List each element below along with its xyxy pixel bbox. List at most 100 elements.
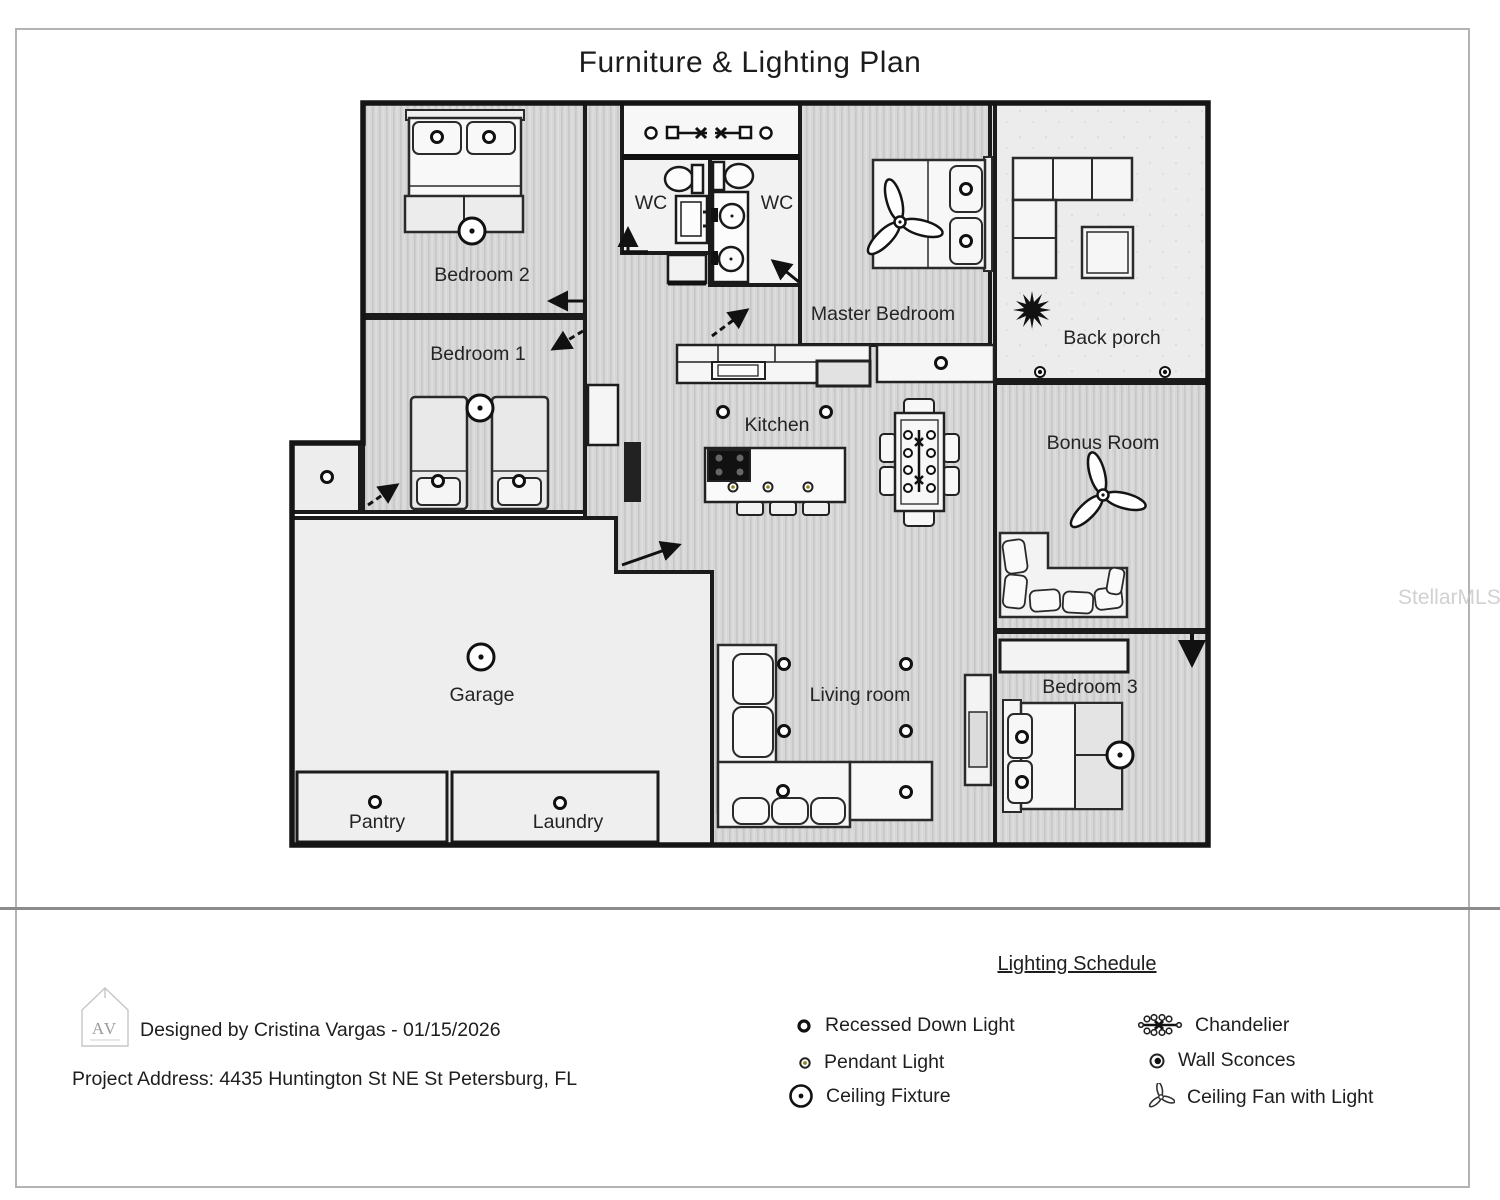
bar-stool xyxy=(736,501,764,516)
floor-plan: Bedroom 2 Bedroom 1 WC WC Master Bedroom… xyxy=(289,100,1211,848)
room-label-wc-right: WC xyxy=(761,192,794,214)
bedroom1-furniture xyxy=(409,395,550,511)
linen-closet xyxy=(586,383,620,447)
recessed-light-icon xyxy=(368,795,382,809)
porch-table xyxy=(1080,225,1135,280)
recessed-light-icon xyxy=(1015,775,1029,789)
ceiling-fixture-icon xyxy=(465,393,495,423)
room-label-pantry: Pantry xyxy=(349,811,406,833)
legend-label: Chandelier xyxy=(1195,1013,1290,1036)
pendant-light-icon xyxy=(802,481,814,493)
legend-label: Ceiling Fan with Light xyxy=(1187,1085,1374,1108)
door-arrows xyxy=(367,226,1206,668)
rooms xyxy=(290,101,1210,847)
legend-item-recessed: Recessed Down Light xyxy=(795,1014,1015,1037)
legend-item-pendant: Pendant Light xyxy=(798,1051,944,1074)
door-arrow xyxy=(550,329,584,351)
door-arrow xyxy=(367,483,400,507)
room-label-back-porch: Back porch xyxy=(1063,327,1161,349)
sofa-cushion xyxy=(771,797,809,825)
legend-item-chandelier: Chandelier xyxy=(1137,1013,1289,1037)
bedroom2-furniture xyxy=(403,109,525,234)
wall-sconce-icon xyxy=(1159,366,1171,378)
tv-icon xyxy=(968,711,988,768)
pendant-light-icon xyxy=(762,481,774,493)
wc-vanity-lights xyxy=(644,125,773,140)
sofa-cushion xyxy=(732,797,770,825)
room-label-laundry: Laundry xyxy=(533,811,604,833)
pendant-light-icon xyxy=(727,481,739,493)
chandelier-icon xyxy=(1137,1013,1183,1037)
ceiling-fan-icon xyxy=(1148,1083,1175,1108)
sofa-cushion xyxy=(732,706,774,758)
bedroom3-furniture xyxy=(1002,699,1124,813)
room-label-garage: Garage xyxy=(449,684,514,706)
door-arrow xyxy=(621,541,682,567)
pendant-light-icon xyxy=(799,1056,811,1069)
recessed-down-light-icon xyxy=(797,1018,811,1033)
recessed-light-icon xyxy=(959,182,973,196)
recessed-light-icon xyxy=(320,470,334,484)
wc-fixtures xyxy=(663,160,755,284)
toilet-icon xyxy=(663,165,695,193)
recessed-light-icon xyxy=(512,474,526,488)
toilet-icon xyxy=(723,162,755,190)
room-label-bedroom2: Bedroom 2 xyxy=(434,264,529,286)
dining-set xyxy=(879,398,960,527)
bar-stool xyxy=(802,501,830,516)
designed-by-text: Designed by Cristina Vargas - 01/15/2026 xyxy=(140,1019,501,1041)
ceiling-fixture-icon xyxy=(466,642,496,672)
room-labels: Bedroom 2 Bedroom 1 WC WC Master Bedroom… xyxy=(349,192,1161,833)
legend-item-ceiling-fixture: Ceiling Fixture xyxy=(788,1083,951,1109)
bonus-sofa-cushions xyxy=(1001,538,1126,615)
porch-furniture xyxy=(1011,156,1135,280)
dining-chair xyxy=(879,466,897,496)
dining-chair xyxy=(879,433,897,463)
designer-logo: AV xyxy=(81,987,129,1047)
room-label-master: Master Bedroom xyxy=(811,303,955,325)
wall-sconces-icon xyxy=(1149,1053,1165,1068)
legend-heading: Lighting Schedule xyxy=(997,953,1157,975)
recessed-light-icon xyxy=(777,657,791,671)
exterior-wall xyxy=(289,100,1211,848)
logo-monogram: AV xyxy=(92,1019,118,1038)
recessed-light-icon xyxy=(959,234,973,248)
recessed-light-icon xyxy=(777,724,791,738)
recessed-light-icon xyxy=(431,474,445,488)
legend-item-wall-sconces: Wall Sconces xyxy=(1148,1049,1295,1072)
recessed-light-icon xyxy=(819,405,833,419)
chandelier-icon xyxy=(903,430,936,493)
ceiling-fixture-icon xyxy=(457,216,487,246)
recessed-light-icon xyxy=(716,405,730,419)
section-divider xyxy=(0,907,1500,910)
room-label-bonus: Bonus Room xyxy=(1047,432,1160,454)
dining-table xyxy=(893,411,946,513)
legend-label: Pendant Light xyxy=(824,1051,945,1073)
toilet-tank xyxy=(711,160,726,192)
recessed-light-icon xyxy=(934,356,948,370)
dining-chair xyxy=(942,433,960,463)
recessed-light-icon xyxy=(430,130,444,144)
kitchen-sink-icon xyxy=(711,361,766,380)
sofa-chaise xyxy=(848,760,934,822)
recessed-light-icon xyxy=(776,784,790,798)
project-address-text: Project Address: 4435 Huntington St NE S… xyxy=(72,1068,578,1090)
sofa-cushion xyxy=(810,797,846,825)
door-arrow xyxy=(711,308,750,338)
legend-label: Recessed Down Light xyxy=(825,1014,1015,1036)
bedroom3-closet xyxy=(998,638,1130,674)
recessed-light-icon xyxy=(482,130,496,144)
fridge-icon xyxy=(624,442,641,502)
page-title: Furniture & Lighting Plan xyxy=(578,46,922,79)
dishwasher-icon xyxy=(815,359,872,388)
room-label-living: Living room xyxy=(810,684,911,706)
toilet-tank xyxy=(690,163,705,195)
sofa-cushion xyxy=(732,653,774,705)
recessed-light-icon xyxy=(899,657,913,671)
recessed-light-icon xyxy=(899,785,913,799)
legend-label: Ceiling Fixture xyxy=(826,1084,951,1107)
wc-vestibule xyxy=(666,253,708,285)
recessed-light-icon xyxy=(1015,730,1029,744)
wall-sconce-icon xyxy=(1034,366,1046,378)
